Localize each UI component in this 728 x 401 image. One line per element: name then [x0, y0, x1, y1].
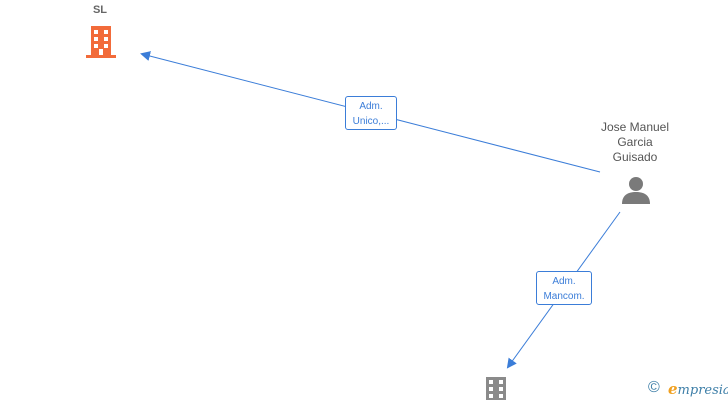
person-label: Jose Manuel Garcia Guisado — [585, 120, 685, 165]
company-top-label: SL — [92, 4, 108, 16]
edge-label-adm-mancom[interactable]: Adm. Mancom. — [536, 271, 592, 305]
brand-initial: e — [668, 380, 678, 398]
building-icon-company-bottom[interactable] — [482, 375, 510, 400]
copyright-icon: © — [648, 379, 660, 396]
person-name-line2: Garcia — [617, 135, 653, 149]
brand-logo: empresia — [668, 379, 728, 401]
edge-label-adm-unico[interactable]: Adm. Unico,... — [345, 96, 397, 130]
person-name-line3: Guisado — [612, 150, 658, 164]
person-name-line1: Jose Manuel — [600, 120, 670, 134]
brand-name: mpresia — [677, 383, 728, 398]
building-icon-company-top[interactable] — [84, 24, 118, 60]
person-icon[interactable] — [621, 175, 651, 205]
